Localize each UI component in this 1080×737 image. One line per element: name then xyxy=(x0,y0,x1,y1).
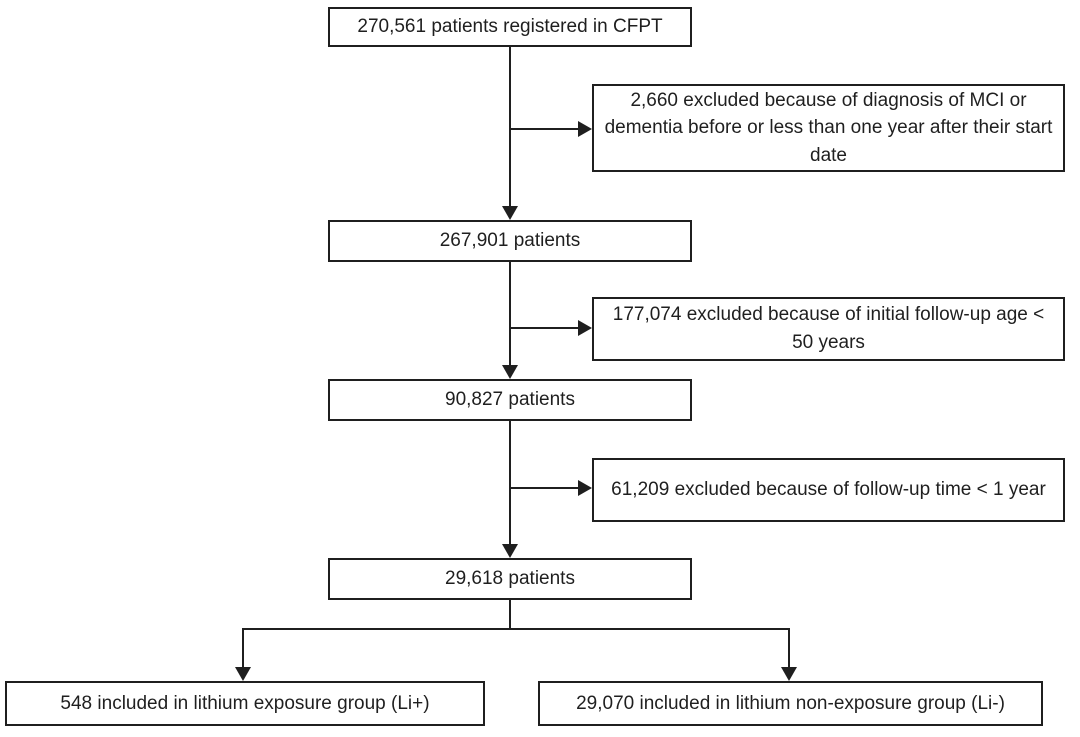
flow-box-registered-label: 270,561 patients registered in CFPT xyxy=(357,16,663,38)
flow-box-after-age-exclusion: 90,827 patients xyxy=(328,379,692,421)
flow-box-after-followup-exclusion: 29,618 patients xyxy=(328,558,692,600)
exclusion-box-age-label: 177,074 excluded because of initial foll… xyxy=(612,304,1045,353)
arrowhead-step4 xyxy=(502,544,518,558)
exclusion-box-age: 177,074 excluded because of initial foll… xyxy=(592,297,1065,361)
arrowhead-step3 xyxy=(502,365,518,379)
arrowhead-exclusion2 xyxy=(578,320,592,336)
outcome-box-lithium-group-label: 548 included in lithium exposure group (… xyxy=(60,692,430,714)
exclusion-box-mci-dementia: 2,660 excluded because of diagnosis of M… xyxy=(592,84,1065,172)
outcome-box-non-lithium-group: 29,070 included in lithium non-exposure … xyxy=(538,681,1043,726)
arrowhead-step2 xyxy=(502,206,518,220)
flow-box-after-followup-exclusion-label: 29,618 patients xyxy=(445,568,575,590)
outcome-box-lithium-group: 548 included in lithium exposure group (… xyxy=(5,681,485,726)
exclusion-box-mci-dementia-label: 2,660 excluded because of diagnosis of M… xyxy=(604,89,1053,166)
arrowhead-outcome-left xyxy=(235,667,251,681)
flow-box-after-mci-exclusion-label: 267,901 patients xyxy=(439,230,581,252)
outcome-box-non-lithium-group-label: 29,070 included in lithium non-exposure … xyxy=(576,692,1005,714)
flow-box-after-mci-exclusion: 267,901 patients xyxy=(328,220,692,262)
flow-box-registered: 270,561 patients registered in CFPT xyxy=(328,7,692,47)
flow-box-after-age-exclusion-label: 90,827 patients xyxy=(445,389,575,411)
arrowhead-outcome-right xyxy=(781,667,797,681)
exclusion-box-followup-time: 61,209 excluded because of follow-up tim… xyxy=(592,458,1065,522)
arrowhead-exclusion3 xyxy=(578,480,592,496)
exclusion-box-followup-time-label: 61,209 excluded because of follow-up tim… xyxy=(611,479,1046,501)
arrowhead-exclusion1 xyxy=(578,121,592,137)
